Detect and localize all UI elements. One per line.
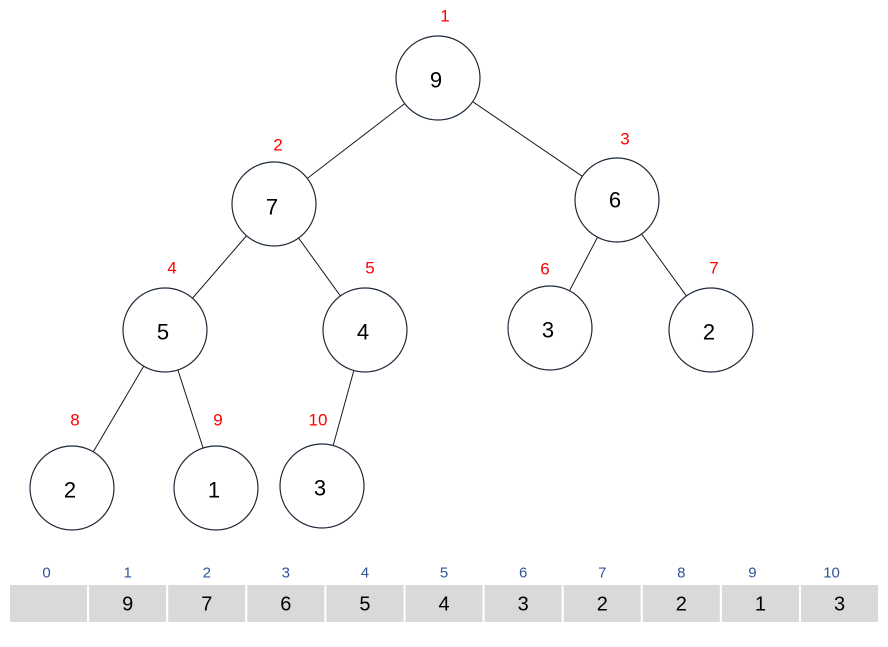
array-slot-10: 10 3 bbox=[799, 565, 881, 624]
node-index-label: 8 bbox=[70, 411, 79, 430]
node-index-label: 4 bbox=[167, 259, 176, 278]
tree-node-7: 27 bbox=[668, 259, 754, 373]
node-circle bbox=[122, 287, 208, 373]
tree-edge-1-2 bbox=[307, 103, 405, 179]
array-cell bbox=[482, 583, 564, 624]
tree-edge-4-8 bbox=[92, 365, 145, 453]
node-circle bbox=[279, 443, 365, 529]
tree-edge-2-4 bbox=[192, 235, 247, 299]
array-index-label: 6 bbox=[519, 565, 527, 582]
node-value: 1 bbox=[208, 478, 220, 503]
array-index-label: 5 bbox=[440, 565, 448, 582]
tree-node-3: 63 bbox=[574, 130, 660, 243]
array-index-label: 10 bbox=[823, 565, 840, 582]
node-index-label: 1 bbox=[440, 7, 449, 26]
array-slot-6: 63 bbox=[482, 565, 564, 624]
node-circle bbox=[173, 445, 259, 531]
tree-edge-5-10 bbox=[332, 370, 355, 446]
node-circle bbox=[29, 445, 115, 531]
tree-node-2: 72 bbox=[231, 136, 317, 247]
array-cell-value: 6 bbox=[280, 594, 291, 616]
array-cell-value: 2 bbox=[676, 594, 687, 616]
node-circle bbox=[668, 287, 754, 373]
tree-edges bbox=[92, 101, 687, 453]
node-value: 3 bbox=[314, 476, 326, 501]
array-cell bbox=[324, 583, 406, 624]
array-cell-value: 9 bbox=[122, 594, 133, 616]
node-value: 2 bbox=[703, 320, 715, 345]
array-index-label: 8 bbox=[677, 565, 685, 582]
array-slot-5: 54 bbox=[403, 565, 485, 624]
array-slot-8: 82 bbox=[640, 565, 722, 624]
node-circle bbox=[395, 35, 481, 121]
array-slot-1: 19 bbox=[87, 565, 169, 624]
node-value: 7 bbox=[266, 195, 278, 220]
node-index-label: 3 bbox=[620, 130, 629, 149]
node-circle bbox=[231, 161, 317, 247]
array-slot-3: 36 bbox=[245, 565, 327, 624]
tree-node-4: 54 bbox=[122, 259, 208, 373]
array-cell bbox=[799, 583, 881, 624]
array-index-label: 0 bbox=[42, 565, 50, 582]
node-index-label: 2 bbox=[273, 136, 282, 155]
node-circle bbox=[574, 157, 660, 243]
array-cell bbox=[403, 583, 485, 624]
array-index-label: 9 bbox=[748, 565, 756, 582]
node-value: 4 bbox=[357, 320, 369, 345]
array-cell-value: 4 bbox=[438, 594, 449, 616]
tree-node-10: 3 10 bbox=[279, 411, 365, 529]
array-cell-value: 1 bbox=[755, 594, 766, 616]
array-slot-7: 72 bbox=[561, 565, 643, 624]
node-value: 5 bbox=[157, 320, 169, 345]
tree-node-9: 19 bbox=[173, 411, 259, 531]
node-index-label: 10 bbox=[309, 411, 328, 430]
tree-edge-4-9 bbox=[177, 369, 204, 449]
tree-edge-3-6 bbox=[569, 236, 598, 292]
array-slot-0: 0 bbox=[8, 565, 90, 624]
array-cell-value: 5 bbox=[359, 594, 370, 616]
node-index-label: 7 bbox=[709, 259, 718, 278]
array-index-label: 4 bbox=[361, 565, 369, 582]
node-value: 2 bbox=[64, 478, 76, 503]
node-value: 3 bbox=[542, 318, 554, 343]
array-cell bbox=[8, 583, 90, 624]
array-cell-value: 3 bbox=[834, 594, 845, 616]
node-index-label: 9 bbox=[213, 411, 222, 430]
array-cell-value: 2 bbox=[597, 594, 608, 616]
node-circle bbox=[507, 285, 593, 371]
array-slot-4: 45 bbox=[324, 565, 406, 624]
array-cell-value: 3 bbox=[518, 594, 529, 616]
array-index-label: 1 bbox=[123, 565, 131, 582]
array-slot-2: 27 bbox=[166, 565, 248, 624]
tree-edge-2-5 bbox=[298, 237, 341, 297]
array-index-label: 7 bbox=[598, 565, 606, 582]
array-slot-9: 91 bbox=[719, 565, 802, 624]
node-value: 6 bbox=[609, 188, 621, 213]
tree-edge-1-3 bbox=[472, 101, 583, 177]
array-index-label: 3 bbox=[282, 565, 290, 582]
tree-edge-3-7 bbox=[641, 233, 687, 297]
node-index-label: 5 bbox=[365, 259, 374, 278]
tree-node-1: 91 bbox=[395, 7, 481, 121]
node-value: 9 bbox=[430, 68, 442, 93]
tree-node-6: 36 bbox=[507, 260, 593, 371]
array-cell-value: 7 bbox=[201, 594, 212, 616]
array-cell bbox=[561, 583, 643, 624]
tree-node-5: 45 bbox=[322, 259, 408, 373]
node-index-label: 6 bbox=[540, 260, 549, 279]
tree-node-8: 28 bbox=[29, 411, 115, 531]
node-circle bbox=[322, 287, 408, 373]
array-index-label: 2 bbox=[203, 565, 211, 582]
